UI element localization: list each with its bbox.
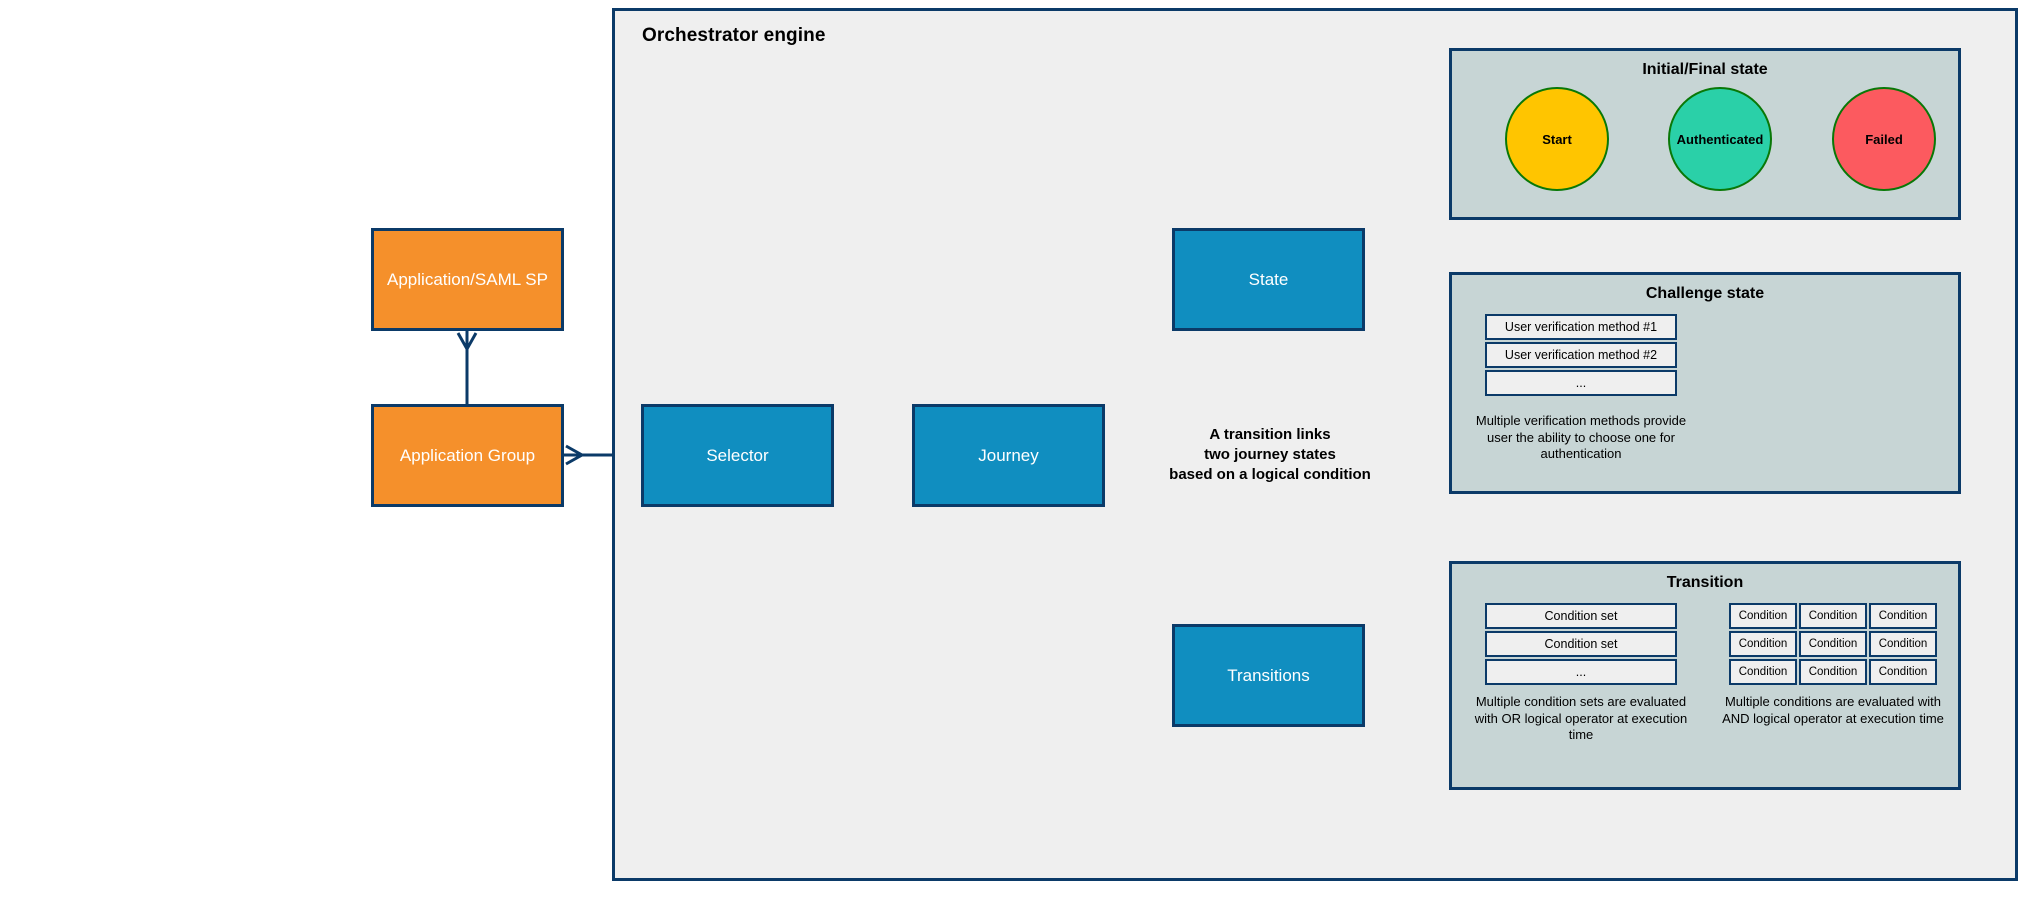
condition-cell[interactable]: Condition (1869, 659, 1937, 685)
list-item[interactable]: User verification method #1 (1485, 314, 1677, 340)
condition-cell[interactable]: Condition (1729, 631, 1797, 657)
panel-title: Challenge state (1645, 285, 1765, 302)
entity-label: Application/SAML SP (387, 269, 548, 289)
condition-grid-row: Condition Condition Condition (1729, 631, 1937, 657)
crowsfoot-appgroup-right (565, 444, 586, 466)
condition-cell[interactable]: Condition (1729, 659, 1797, 685)
entity-label: State (1248, 269, 1289, 289)
panel-title: Transition (1666, 574, 1744, 591)
condition-cell[interactable]: Condition (1869, 603, 1937, 629)
crowsfoot-appsaml-down (456, 332, 478, 353)
list-item[interactable]: ... (1485, 370, 1677, 396)
transition-note-line-1: A transition links (1209, 426, 1331, 443)
state-circle-start[interactable]: Start (1505, 87, 1609, 191)
transition-note-line-3: based on a logical condition (1169, 465, 1371, 483)
entity-transitions[interactable]: Transitions (1172, 624, 1365, 727)
panel-challenge-state: Challenge state User verification method… (1449, 272, 1961, 494)
panel-title: Initial/Final state (1642, 61, 1768, 78)
list-item[interactable]: Condition set (1485, 603, 1677, 629)
condition-grid-row: Condition Condition Condition (1729, 659, 1937, 685)
condition-sets-caption: Multiple condition sets are evaluated wi… (1474, 694, 1688, 743)
condition-set-list: Condition set Condition set ... (1485, 603, 1677, 687)
state-circle-label: Authenticated (1676, 131, 1764, 147)
challenge-caption: Multiple verification methods provide us… (1475, 413, 1687, 462)
entity-label: Journey (978, 445, 1039, 465)
transition-note: A transition links two journey states ba… (1100, 425, 1440, 485)
condition-cell[interactable]: Condition (1799, 659, 1867, 685)
condition-cell[interactable]: Condition (1869, 631, 1937, 657)
condition-grid-row: Condition Condition Condition (1729, 603, 1937, 629)
conditions-caption: Multiple conditions are evaluated with A… (1722, 694, 1944, 726)
transition-note-line-2: two journey states (1204, 445, 1336, 463)
entity-application-saml-sp[interactable]: Application/SAML SP (371, 228, 564, 331)
verification-method-list: User verification method #1 User verific… (1485, 314, 1677, 398)
orchestrator-engine-title: Orchestrator engine (642, 25, 826, 46)
condition-cell[interactable]: Condition (1799, 631, 1867, 657)
entity-journey[interactable]: Journey (912, 404, 1105, 507)
state-circle-row: Start Authenticated Failed (1452, 85, 1958, 201)
list-item[interactable]: ... (1485, 659, 1677, 685)
condition-grid: Condition Condition Condition Condition … (1729, 603, 1937, 687)
entity-state[interactable]: State (1172, 228, 1365, 331)
state-circle-label: Failed (1865, 131, 1903, 147)
panel-initial-final-state: Initial/Final state Start Authenticated … (1449, 48, 1961, 220)
condition-cell[interactable]: Condition (1729, 603, 1797, 629)
entity-application-group[interactable]: Application Group (371, 404, 564, 507)
state-circle-failed[interactable]: Failed (1832, 87, 1936, 191)
panel-transition: Transition Condition set Condition set .… (1449, 561, 1961, 790)
list-item[interactable]: User verification method #2 (1485, 342, 1677, 368)
entity-selector[interactable]: Selector (641, 404, 834, 507)
list-item[interactable]: Condition set (1485, 631, 1677, 657)
state-circle-label: Start (1542, 131, 1572, 147)
entity-label: Selector (706, 445, 769, 465)
condition-cell[interactable]: Condition (1799, 603, 1867, 629)
entity-label: Application Group (399, 445, 536, 465)
entity-label: Transitions (1227, 665, 1310, 685)
state-circle-authenticated[interactable]: Authenticated (1668, 87, 1772, 191)
